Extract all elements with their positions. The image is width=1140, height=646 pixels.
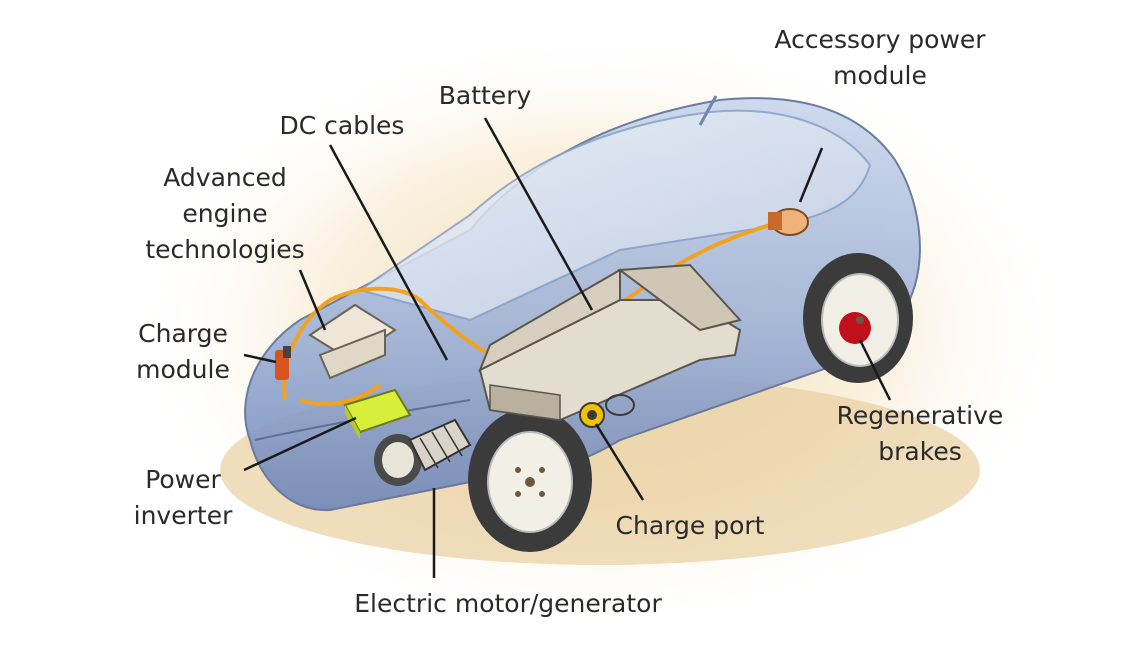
label-regenerative-brakes: Regenerative brakes [836,401,1004,466]
label-advanced-engine-technologies: Advanced engine technologies [145,163,305,264]
car-glass [357,109,872,322]
charge-module-part [275,346,291,380]
label-power-inverter: Power inverter [133,465,233,530]
label-electric-motor-generator: Electric motor/generator [354,589,662,618]
label-charge-port: Charge port [615,511,765,540]
charge-port-part [579,394,635,428]
rear-wheel [803,253,913,383]
leader-accessory [798,147,824,203]
leader-lines [243,117,892,578]
label-battery: Battery [438,81,532,110]
regenerative-brake-disc [839,312,871,344]
power-inverter-part [343,388,412,440]
leader-brakes [858,339,892,401]
front-wheel [468,408,592,552]
label-charge-module: Charge module [136,319,230,384]
label-dc-cables: DC cables [279,111,405,140]
leader-charge-module [243,353,277,364]
leader-engine [298,269,327,331]
leader-battery [483,117,594,311]
leader-dc-cables [328,144,449,361]
leader-charge-port [594,423,645,501]
label-accessory-power-module: Accessory power module [774,25,986,90]
engine-block [308,303,397,380]
leader-inverter [243,416,357,472]
electric-motor-part [374,418,472,486]
antenna [698,95,718,126]
accessory-power-module-part [768,208,809,236]
